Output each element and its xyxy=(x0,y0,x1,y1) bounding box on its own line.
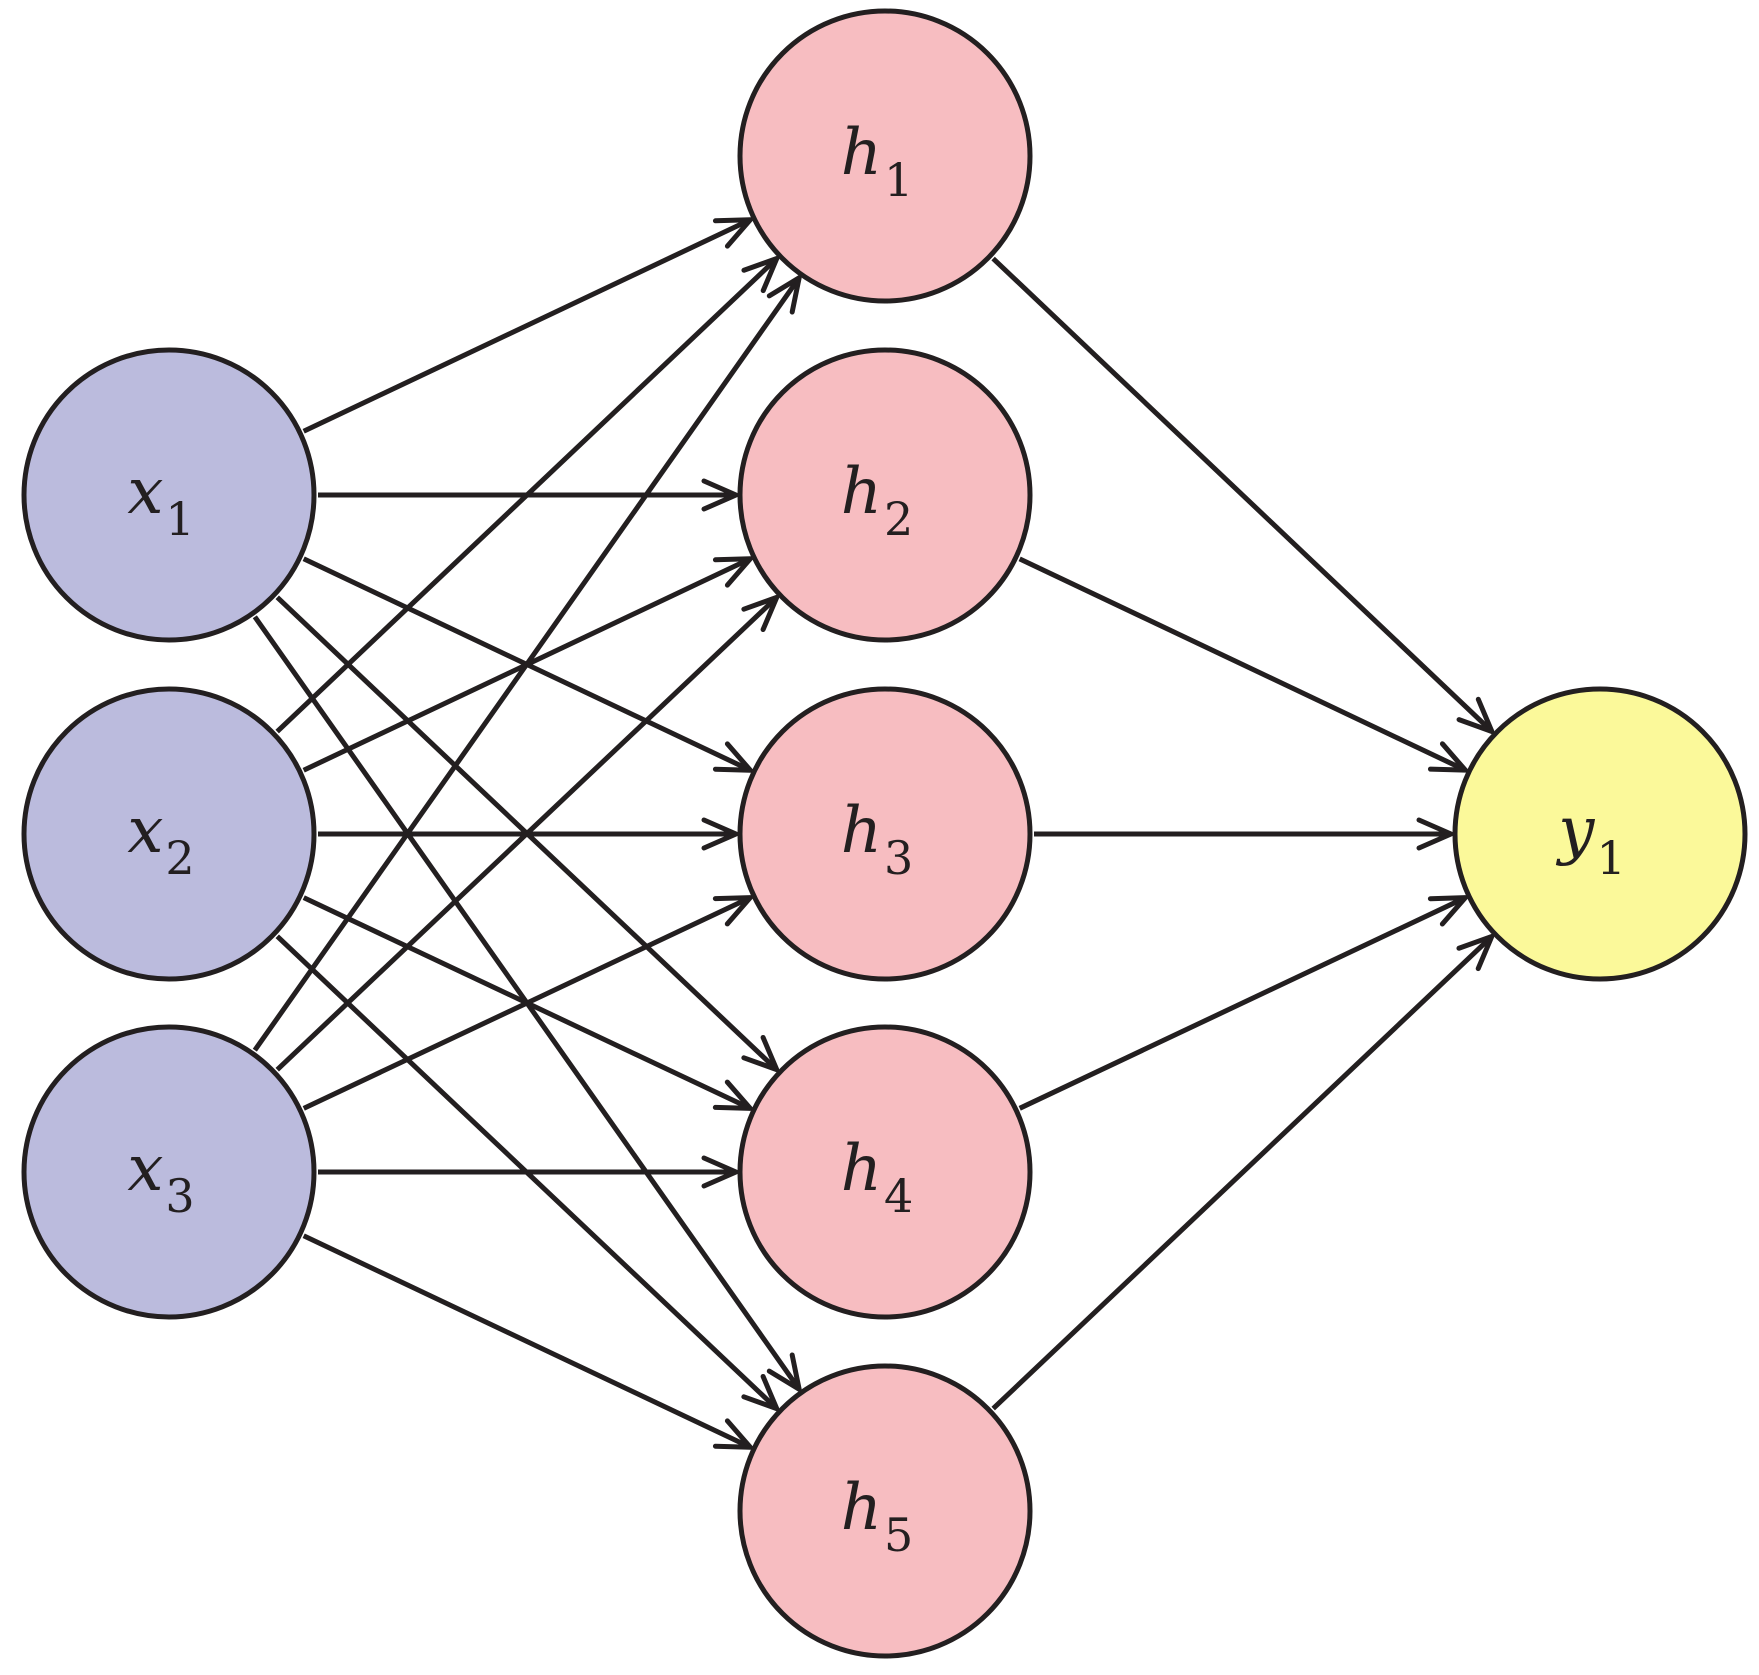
node-circle-h5 xyxy=(737,1363,1033,1659)
node-sub-h5: 5 xyxy=(884,1508,913,1562)
node-var-y1: y xyxy=(1555,794,1595,868)
node-var-x2: x xyxy=(127,794,163,868)
node-var-h3: h xyxy=(841,794,882,868)
node-sub-y1: 1 xyxy=(1596,831,1625,885)
node-circle-x3 xyxy=(21,1024,317,1320)
node-sub-h4: 4 xyxy=(884,1169,913,1223)
edge-x3-h1 xyxy=(252,275,802,1052)
node-h1: h1 xyxy=(737,8,1033,304)
node-sub-h1: 1 xyxy=(884,153,913,207)
node-label-h1: h1 xyxy=(841,116,914,207)
node-label-x1: x1 xyxy=(127,455,194,546)
node-circle-x2 xyxy=(21,686,317,982)
edge-x3-h2 xyxy=(275,594,780,1072)
node-var-x3: x xyxy=(127,1132,163,1206)
node-sub-x1: 1 xyxy=(165,492,194,546)
node-y1: y1 xyxy=(1452,686,1748,982)
node-label-x3: x3 xyxy=(127,1132,194,1223)
node-circle-h1 xyxy=(737,8,1033,304)
node-h2: h2 xyxy=(737,347,1033,643)
node-h3: h3 xyxy=(737,686,1033,982)
node-var-h4: h xyxy=(841,1132,882,1206)
edge-x3-h3 xyxy=(302,895,753,1111)
node-x3: x3 xyxy=(21,1024,317,1320)
edge-x3-h5 xyxy=(302,1233,753,1450)
node-label-y1: y1 xyxy=(1555,794,1625,885)
node-sub-x2: 2 xyxy=(165,831,194,885)
node-var-h5: h xyxy=(841,1471,882,1545)
node-var-h2: h xyxy=(841,455,882,529)
node-label-h4: h4 xyxy=(841,1132,914,1223)
node-var-x1: x xyxy=(127,455,163,529)
node-h5: h5 xyxy=(737,1363,1033,1659)
node-x1: x1 xyxy=(21,347,317,643)
edge-x2-h1 xyxy=(275,255,780,734)
node-sub-x3: 3 xyxy=(165,1169,194,1223)
node-sub-h2: 2 xyxy=(884,492,913,546)
node-circle-h3 xyxy=(737,686,1033,982)
edge-h5-y1 xyxy=(991,933,1495,1411)
node-circle-h2 xyxy=(737,347,1033,643)
node-sub-h3: 3 xyxy=(884,831,913,885)
node-label-x2: x2 xyxy=(127,794,194,885)
node-label-h5: h5 xyxy=(841,1471,914,1562)
node-label-h3: h3 xyxy=(841,794,914,885)
node-h4: h4 xyxy=(737,1024,1033,1320)
node-var-h1: h xyxy=(841,116,882,190)
edge-h4-y1 xyxy=(1018,895,1468,1111)
node-circle-y1 xyxy=(1452,686,1748,982)
node-circle-x1 xyxy=(21,347,317,643)
node-label-h2: h2 xyxy=(841,455,914,546)
edge-h1-y1 xyxy=(991,256,1495,734)
connections xyxy=(252,217,1495,1450)
node-circle-h4 xyxy=(737,1024,1033,1320)
edge-x1-h1 xyxy=(302,217,753,434)
node-x2: x2 xyxy=(21,686,317,982)
edge-h2-y1 xyxy=(1018,556,1468,773)
